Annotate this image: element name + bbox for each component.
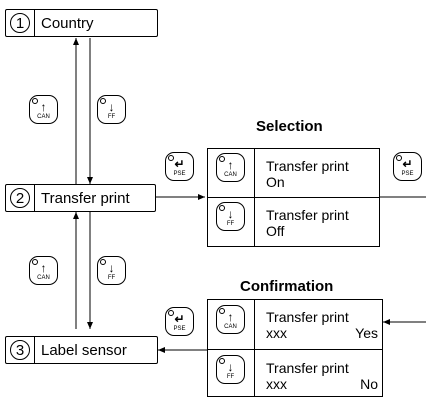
- step-number-badge: 1: [10, 13, 30, 33]
- pse-key-icon[interactable]: ↵ PSE: [165, 152, 194, 181]
- divider: [34, 185, 35, 211]
- down-arrow-icon: ↓: [108, 100, 115, 114]
- key-caption: CAN: [224, 324, 237, 330]
- option-title: Transfer print: [266, 158, 349, 174]
- selection-heading: Selection: [256, 118, 323, 135]
- option-value: On: [266, 174, 285, 190]
- divider: [34, 10, 35, 36]
- divider: [208, 349, 382, 350]
- up-arrow-icon: ↑: [40, 100, 47, 114]
- down-arrow-icon: ↓: [227, 360, 234, 374]
- up-arrow-icon: ↑: [227, 158, 234, 172]
- confirmation-heading: Confirmation: [240, 278, 334, 295]
- option-no[interactable]: Transfer print xxx No: [266, 360, 378, 392]
- option-placeholder: xxx: [266, 376, 287, 392]
- key-caption: PSE: [401, 171, 414, 177]
- ff-key-icon[interactable]: ↓ FF: [97, 95, 126, 124]
- can-key-icon[interactable]: ↑ CAN: [216, 153, 245, 182]
- pse-key-icon[interactable]: ↵ PSE: [165, 307, 194, 336]
- menu-item-label: Transfer print: [41, 189, 130, 207]
- ff-key-icon[interactable]: ↓ FF: [216, 202, 245, 231]
- key-caption: PSE: [173, 326, 186, 332]
- menu-item-transfer-print[interactable]: 2 Transfer print: [5, 184, 156, 212]
- menu-item-label: Country: [41, 14, 94, 32]
- can-key-icon[interactable]: ↑ CAN: [216, 305, 245, 334]
- key-caption: CAN: [224, 172, 237, 178]
- down-arrow-icon: ↓: [227, 207, 234, 221]
- option-off[interactable]: Transfer print Off: [266, 207, 349, 239]
- divider: [34, 337, 35, 363]
- pse-key-icon[interactable]: ↵ PSE: [393, 152, 422, 181]
- divider: [208, 197, 379, 198]
- can-key-icon[interactable]: ↑ CAN: [29, 256, 58, 285]
- option-placeholder: xxx: [266, 325, 287, 341]
- option-value: No: [360, 376, 378, 392]
- key-caption: CAN: [37, 114, 50, 120]
- enter-icon: ↵: [402, 157, 413, 171]
- step-number-badge: 3: [10, 340, 30, 360]
- enter-icon: ↵: [174, 312, 185, 326]
- option-value: Off: [266, 223, 285, 239]
- option-value: Yes: [355, 325, 378, 341]
- key-caption: FF: [226, 221, 235, 227]
- ff-key-icon[interactable]: ↓ FF: [216, 355, 245, 384]
- enter-icon: ↵: [174, 157, 185, 171]
- down-arrow-icon: ↓: [108, 261, 115, 275]
- key-caption: FF: [107, 275, 116, 281]
- can-key-icon[interactable]: ↑ CAN: [29, 95, 58, 124]
- divider: [254, 300, 255, 396]
- menu-item-label: Label sensor: [41, 341, 127, 359]
- key-caption: FF: [226, 374, 235, 380]
- step-number-badge: 2: [10, 188, 30, 208]
- option-title: Transfer print: [266, 360, 349, 376]
- option-title: Transfer print: [266, 207, 349, 223]
- ff-key-icon[interactable]: ↓ FF: [97, 256, 126, 285]
- option-on[interactable]: Transfer print On: [266, 158, 349, 190]
- option-title: Transfer print: [266, 309, 349, 325]
- option-yes[interactable]: Transfer print xxx Yes: [266, 309, 378, 341]
- key-caption: FF: [107, 114, 116, 120]
- menu-item-label-sensor[interactable]: 3 Label sensor: [5, 336, 158, 364]
- up-arrow-icon: ↑: [40, 261, 47, 275]
- key-caption: CAN: [37, 275, 50, 281]
- key-caption: PSE: [173, 171, 186, 177]
- up-arrow-icon: ↑: [227, 310, 234, 324]
- menu-item-country[interactable]: 1 Country: [5, 9, 158, 37]
